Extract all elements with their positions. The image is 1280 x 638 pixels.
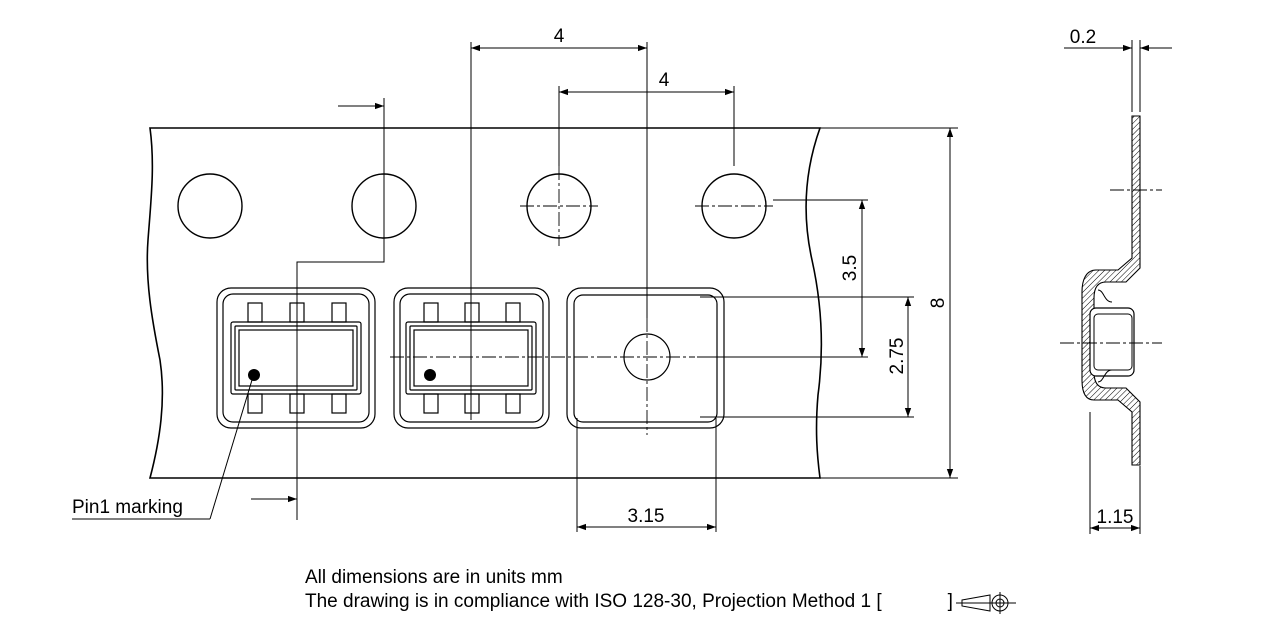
- drawing-notes: All dimensions are in units mm The drawi…: [305, 566, 953, 614]
- projection-method-icon: [956, 592, 1016, 614]
- compliance-note: The drawing is in compliance with ISO 12…: [305, 590, 953, 614]
- dim-pocket-width-label: 3.15: [628, 506, 665, 527]
- hole-centerlines: [520, 166, 773, 246]
- dim-tape-width-label: 8: [928, 298, 949, 309]
- pocket-with-component-1: [216, 287, 376, 429]
- extension-lines: [296, 42, 958, 532]
- sprocket-hole: [177, 173, 243, 239]
- dim-hole-pitch-label: 4: [554, 26, 565, 47]
- dim-tape-thickness-label: 0.2: [1070, 27, 1096, 48]
- dimension-lines: [72, 44, 954, 531]
- compliance-note-text: The drawing is in compliance with ISO 12…: [305, 591, 882, 612]
- side-view-dimensions: [1064, 40, 1172, 534]
- compliance-note-close: ]: [947, 591, 953, 612]
- dim-hole-to-pocket-label: 3.5: [840, 255, 861, 281]
- sprocket-holes: [177, 173, 767, 239]
- sprocket-hole: [701, 173, 767, 239]
- dim-pocket-depth-label: 1.15: [1097, 507, 1134, 528]
- side-view-section: [1081, 115, 1141, 466]
- empty-pocket: [566, 287, 725, 429]
- pin1-dot: [424, 369, 436, 381]
- units-note: All dimensions are in units mm: [305, 567, 563, 588]
- dim-pocket-offset-label: 2.75: [887, 338, 908, 375]
- dim-pocket-pitch-label: 4: [659, 70, 670, 91]
- pin1-dot: [248, 369, 260, 381]
- pocket-centerlines: [390, 318, 695, 435]
- pin1-marking-label: Pin1 marking: [72, 497, 183, 518]
- side-view-component: [1089, 307, 1135, 377]
- side-view: [1060, 115, 1162, 466]
